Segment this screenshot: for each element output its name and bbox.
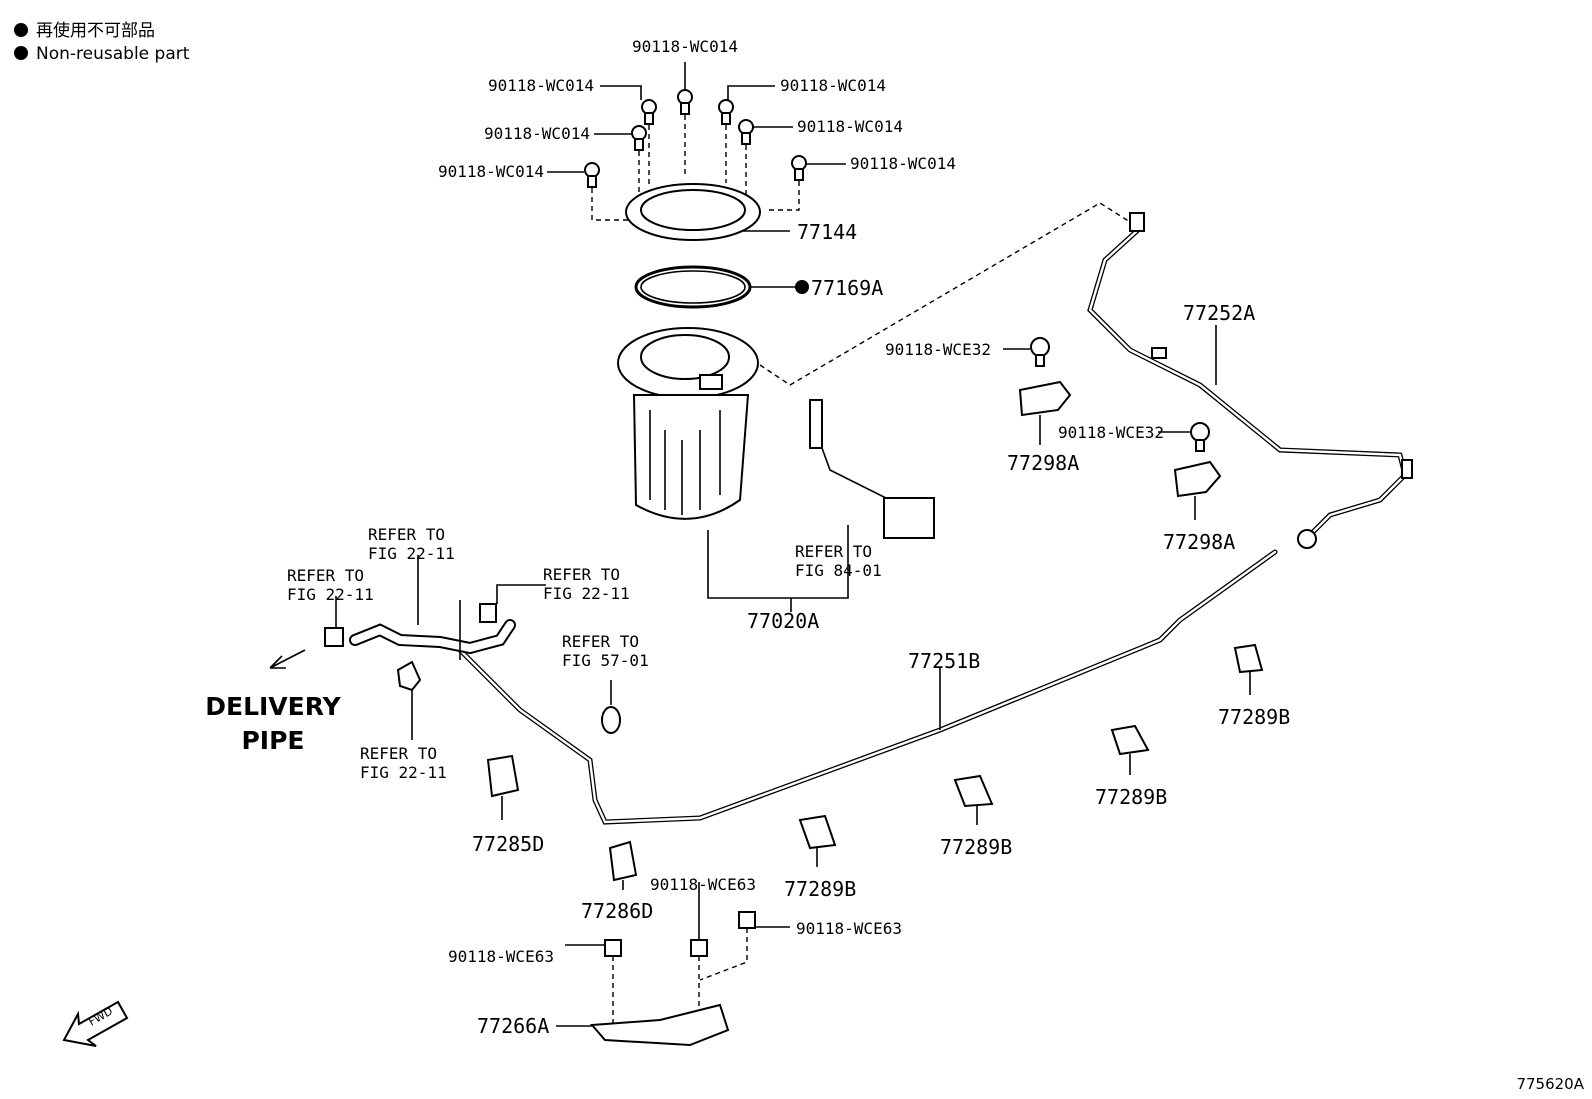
- part-77169A: 77169A: [811, 276, 884, 300]
- bolt-label: 90118-WC014: [850, 154, 956, 173]
- delivery-pipe-label: DELIVERY: [205, 692, 341, 721]
- part-77144: 77144: [797, 220, 858, 244]
- bolt-wce32-label: 90118-WCE32: [885, 340, 991, 359]
- part-77285D: 77285D: [472, 832, 545, 856]
- bolt-label: 90118-WC014: [632, 37, 738, 56]
- part-77289B: 77289B: [1218, 705, 1291, 729]
- legend-item-ja: 再使用不可部品: [14, 20, 155, 42]
- ref-fig-57-01: REFER TO FIG 57-01: [562, 632, 649, 670]
- delivery-pipe-label-2: PIPE: [241, 726, 305, 755]
- part-77289B: 77289B: [784, 877, 857, 901]
- figure-code: 775620A: [1516, 1075, 1584, 1093]
- part-77251B: 77251B: [908, 649, 981, 673]
- legend-item-en: Non-reusable part: [14, 43, 189, 65]
- bolt-label: 90118-WC014: [488, 76, 594, 95]
- part-77252A: 77252A: [1183, 301, 1256, 325]
- part-77298A: 77298A: [1007, 451, 1080, 475]
- bolt-label: 90118-WC014: [438, 162, 544, 181]
- clip-wce63-label: 90118-WCE63: [448, 947, 554, 966]
- legend-text-en: Non-reusable part: [36, 44, 190, 64]
- ref-fig-22-11: REFER TO FIG 22-11: [368, 525, 455, 563]
- legend-text-ja: 再使用不可部品: [36, 21, 155, 41]
- bolt-group: [584, 89, 807, 188]
- bolt-label: 90118-WC014: [484, 124, 590, 143]
- bullet-icon: [14, 46, 28, 60]
- part-77298A: 77298A: [1163, 530, 1236, 554]
- ref-fig-84-01: REFER TO FIG 84-01: [795, 542, 882, 580]
- ref-fig-22-11: REFER TO FIG 22-11: [287, 566, 374, 604]
- fuel-pump-assembly: [617, 327, 759, 520]
- part-77289B: 77289B: [1095, 785, 1168, 809]
- part-77286D: 77286D: [581, 899, 654, 923]
- bolt-wce32-label: 90118-WCE32: [1058, 423, 1164, 442]
- part-77289B: 77289B: [940, 835, 1013, 859]
- ref-fig-22-11: REFER TO FIG 22-11: [543, 565, 630, 603]
- bullet-icon: [14, 23, 28, 37]
- bolt-label: 90118-WC014: [797, 117, 903, 136]
- ref-fig-22-11: REFER TO FIG 22-11: [360, 744, 447, 782]
- part-77020A: 77020A: [747, 609, 820, 633]
- bolt-label: 90118-WC014: [780, 76, 886, 95]
- clip-wce63-label: 90118-WCE63: [796, 919, 902, 938]
- clip-wce63-label: 90118-WCE63: [650, 875, 756, 894]
- part-77266A: 77266A: [477, 1014, 550, 1038]
